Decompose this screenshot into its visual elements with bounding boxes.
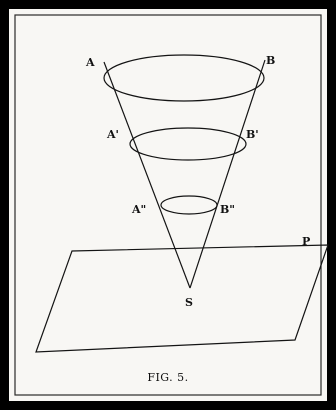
label-a-prime: A'	[106, 128, 119, 141]
label-s: S	[185, 296, 193, 309]
ellipse-ab	[103, 54, 265, 102]
inner-border	[14, 14, 322, 396]
figure-caption: FIG. 5.	[147, 371, 188, 384]
label-p: P	[302, 235, 310, 248]
plane-p	[35, 244, 329, 353]
label-b-prime: B'	[246, 128, 259, 141]
label-b: B	[266, 54, 275, 67]
cone-left-generator	[103, 61, 191, 289]
label-a: A	[85, 56, 95, 69]
label-b-double-prime: B"	[220, 203, 235, 216]
ellipse-a1b1	[129, 127, 247, 161]
ellipse-a2b2	[160, 195, 218, 215]
label-a-double-prime: A"	[131, 203, 146, 216]
paper-panel	[9, 9, 327, 401]
cone-right-generator	[189, 59, 266, 289]
